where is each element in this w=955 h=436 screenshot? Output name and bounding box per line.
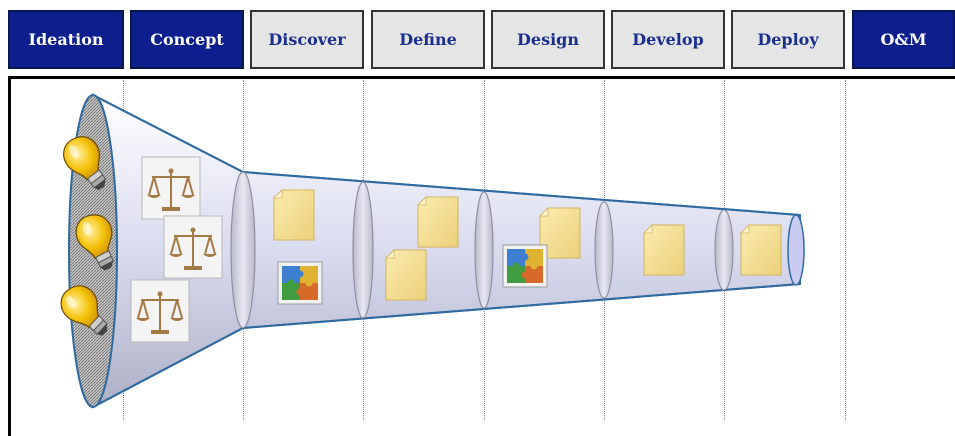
phase-discover[interactable]: Discover xyxy=(250,10,364,69)
funnel-exit xyxy=(787,214,805,286)
sticky-note-icon xyxy=(417,196,459,248)
sticky-note-icon xyxy=(643,224,685,276)
funnel-ring xyxy=(474,191,494,309)
phase-design[interactable]: Design xyxy=(491,10,605,69)
phase-concept[interactable]: Concept xyxy=(130,10,244,69)
funnel-ring xyxy=(714,209,734,291)
balance-scale-icon xyxy=(130,279,190,343)
sticky-note-icon xyxy=(740,224,782,276)
phase-develop[interactable]: Develop xyxy=(611,10,725,69)
balance-scale-icon xyxy=(163,215,223,279)
sticky-note-icon xyxy=(273,189,315,241)
funnel-diagram xyxy=(53,93,805,409)
phase-bar: Ideation Concept Discover Define Design … xyxy=(0,0,955,76)
funnel-ring xyxy=(352,181,374,319)
funnel-ring xyxy=(230,171,256,329)
sticky-note-icon xyxy=(385,249,427,301)
funnel-ring xyxy=(594,201,614,299)
phase-divider xyxy=(845,80,846,420)
phase-ideation[interactable]: Ideation xyxy=(8,10,124,69)
puzzle-icon xyxy=(502,244,548,288)
phase-define[interactable]: Define xyxy=(371,10,485,69)
phase-om[interactable]: O&M xyxy=(852,10,955,69)
puzzle-icon xyxy=(277,261,323,305)
phase-deploy[interactable]: Deploy xyxy=(731,10,845,69)
diagram-frame xyxy=(8,76,955,436)
balance-scale-icon xyxy=(141,156,201,220)
